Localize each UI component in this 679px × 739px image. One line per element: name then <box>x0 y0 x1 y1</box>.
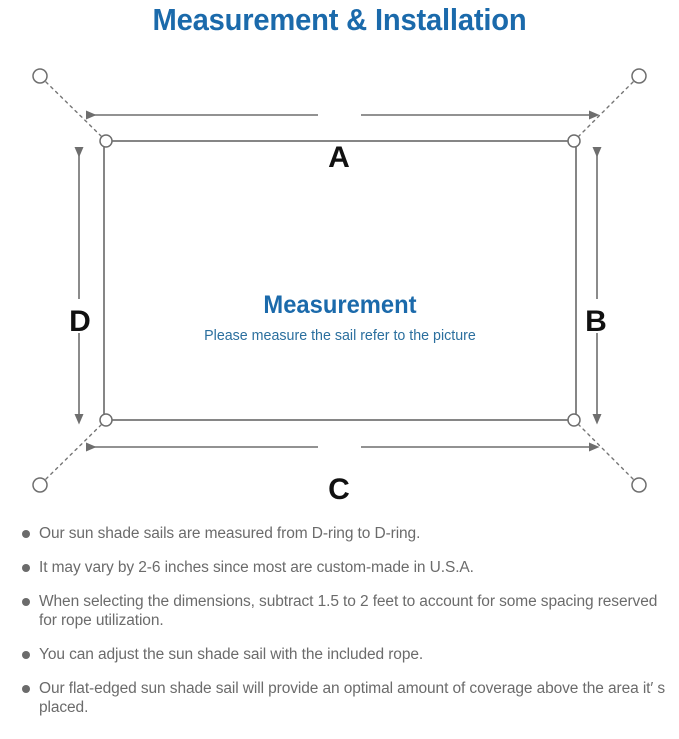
sail-body <box>103 140 577 421</box>
d-ring-top-right <box>567 134 581 148</box>
bullet-icon <box>22 564 30 572</box>
d-ring-bottom-left <box>99 413 113 427</box>
rope-top-right <box>578 81 634 137</box>
rope-top-left <box>45 81 102 137</box>
note-text: Our sun shade sails are measured from D-… <box>39 525 421 542</box>
note-text: It may vary by 2-6 inches since most are… <box>39 559 474 576</box>
rope-bottom-left <box>45 424 102 480</box>
anchor-bottom-right <box>631 477 647 493</box>
note-text: You can adjust the sun shade sail with t… <box>39 646 424 663</box>
dimension-label-c: C <box>328 473 350 506</box>
dimension-label-d: D <box>69 305 91 338</box>
notes-list: Our sun shade sails are measured from D-… <box>0 524 679 717</box>
anchor-bottom-left <box>32 477 48 493</box>
dimension-label-a: A <box>328 141 350 174</box>
list-item: Our sun shade sails are measured from D-… <box>10 524 667 543</box>
measurement-diagram-svg <box>32 68 647 493</box>
list-item: When selecting the dimensions, subtract … <box>10 592 667 630</box>
list-item: Our flat-edged sun shade sail will provi… <box>10 679 667 717</box>
bullet-icon <box>22 651 30 659</box>
anchor-top-left <box>32 68 48 84</box>
list-item: You can adjust the sun shade sail with t… <box>10 645 667 664</box>
page-title: Measurement & Installation <box>152 2 527 37</box>
anchor-points <box>32 68 647 493</box>
d-ring-bottom-right <box>567 413 581 427</box>
bullet-icon <box>22 530 30 538</box>
diagram-center-title: Measurement <box>263 291 417 319</box>
list-item: It may vary by 2-6 inches since most are… <box>10 558 667 577</box>
rope-lines <box>45 81 634 480</box>
d-ring-top-left <box>99 134 113 148</box>
d-rings <box>99 134 581 427</box>
dimension-label-b: B <box>585 305 607 338</box>
bullet-icon <box>22 685 30 693</box>
anchor-top-right <box>631 68 647 84</box>
bullet-icon <box>22 598 30 606</box>
note-text: Our flat-edged sun shade sail will provi… <box>39 680 666 716</box>
diagram-center-subtitle: Please measure the sail refer to the pic… <box>204 327 476 344</box>
measurement-diagram: A B C D Measurement Please measure the s… <box>0 50 679 515</box>
note-text: When selecting the dimensions, subtract … <box>39 593 658 629</box>
rope-bottom-right <box>578 424 634 480</box>
